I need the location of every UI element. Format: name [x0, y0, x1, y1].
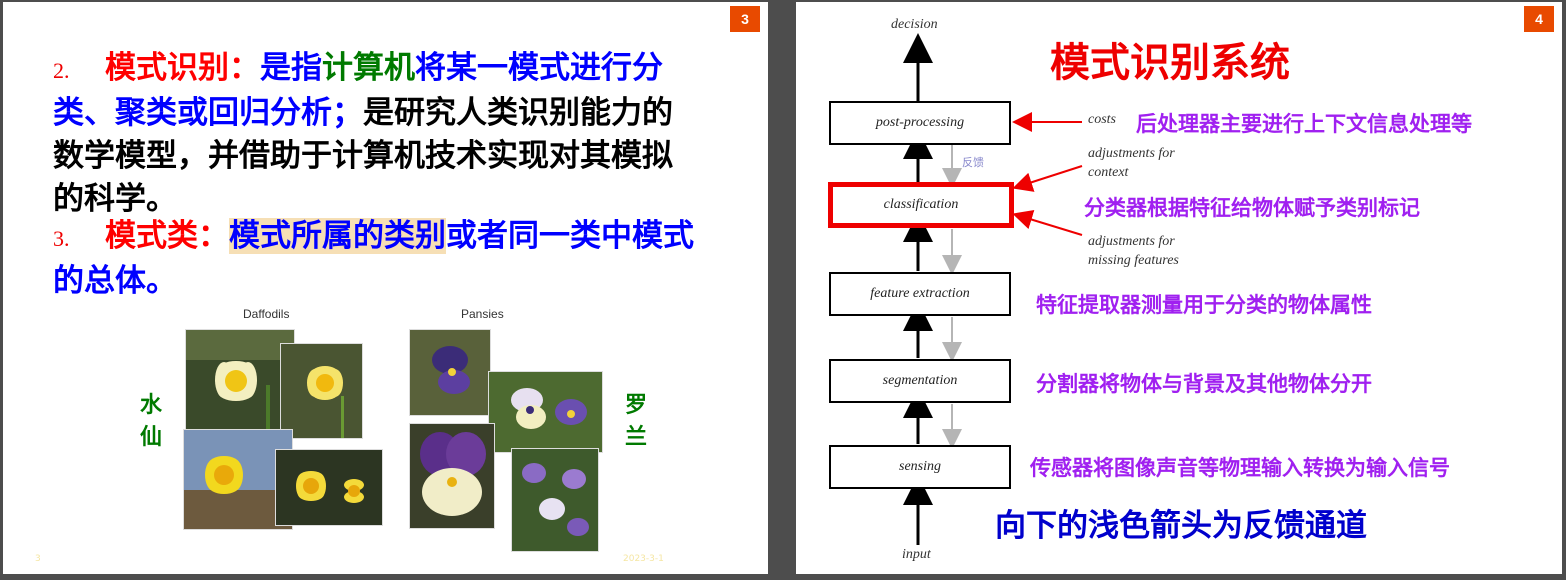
pansy-photo [511, 448, 599, 552]
text-segment: 是指 [260, 50, 322, 86]
box-feature-extraction: feature extraction [829, 272, 1011, 316]
label-line: adjustments for [1088, 232, 1179, 251]
daffodil-photo [280, 343, 363, 439]
list-item-pattern-recognition: 2.模式识别：是指计算机将某一模式进行分类、聚类或回归分析；是研究人类识别能力的… [53, 47, 703, 221]
box-classification: classification [828, 182, 1014, 228]
daffodils-label: Daffodils [243, 307, 289, 321]
annotation-post-processing: 后处理器主要进行上下文信息处理等 [1136, 108, 1472, 138]
slide-4: 4 decision input 反馈 p [796, 2, 1562, 574]
slide-title: 模式识别系统 [1050, 30, 1290, 88]
slide-3: 3 2.模式识别：是指计算机将某一模式进行分类、聚类或回归分析；是研究人类识别能… [3, 2, 768, 574]
label-line: missing features [1088, 251, 1179, 270]
box-post-processing: post-processing [829, 101, 1011, 145]
text-segment: 计算机 [322, 50, 415, 86]
pansy-photo [409, 423, 495, 529]
annotation-feature-extraction: 特征提取器测量用于分类的物体属性 [1036, 289, 1372, 319]
pansy-photo [488, 371, 603, 453]
input-label: input [902, 545, 931, 564]
annotation-classification: 分类器根据特征给物体赋予类别标记 [1084, 192, 1420, 222]
char: 兰 [625, 422, 651, 454]
item-number: 2. [53, 49, 105, 92]
feedback-note: 向下的浅色箭头为反馈通道 [995, 500, 1367, 545]
char: 罗 [625, 390, 651, 422]
costs-label: costs [1088, 110, 1116, 129]
list-item-pattern-class: 3.模式类：模式所属的类别或者同一类中模式的总体。 [53, 215, 703, 303]
daffodil-photo [185, 329, 295, 432]
box-sensing: sensing [829, 445, 1011, 489]
box-segmentation: segmentation [829, 359, 1011, 403]
annotation-sensing: 传感器将图像声音等物理输入转换为输入信号 [1030, 452, 1450, 482]
adjustments-missing-label: adjustments for missing features [1088, 232, 1179, 270]
daffodil-chinese-label: 水 仙 [140, 390, 166, 454]
annotation-segmentation: 分割器将物体与背景及其他物体分开 [1036, 368, 1372, 398]
item-number: 3. [53, 217, 105, 260]
label-line: context [1088, 163, 1175, 182]
pansy-chinese-label: 罗 兰 [625, 390, 651, 454]
char: 仙 [140, 422, 166, 454]
feedback-label: 反馈 [962, 154, 984, 170]
page-number-badge: 3 [730, 6, 760, 32]
footer-date: 2023-3-1 [623, 554, 664, 564]
label-line: adjustments for [1088, 144, 1175, 163]
adjustments-context-label: adjustments for context [1088, 144, 1175, 182]
char: 水 [140, 390, 166, 422]
pansies-label: Pansies [461, 307, 504, 321]
footer-page: 3 [35, 554, 41, 564]
term-label: 模式类： [105, 218, 229, 254]
missing-features-arrow [1020, 216, 1082, 235]
context-arrow [1020, 166, 1082, 186]
highlighted-text: 模式所属的类别 [229, 218, 446, 254]
decision-label: decision [891, 15, 938, 34]
term-label: 模式识别： [105, 50, 260, 86]
daffodil-photo [275, 449, 383, 526]
pansy-photo [409, 329, 491, 416]
